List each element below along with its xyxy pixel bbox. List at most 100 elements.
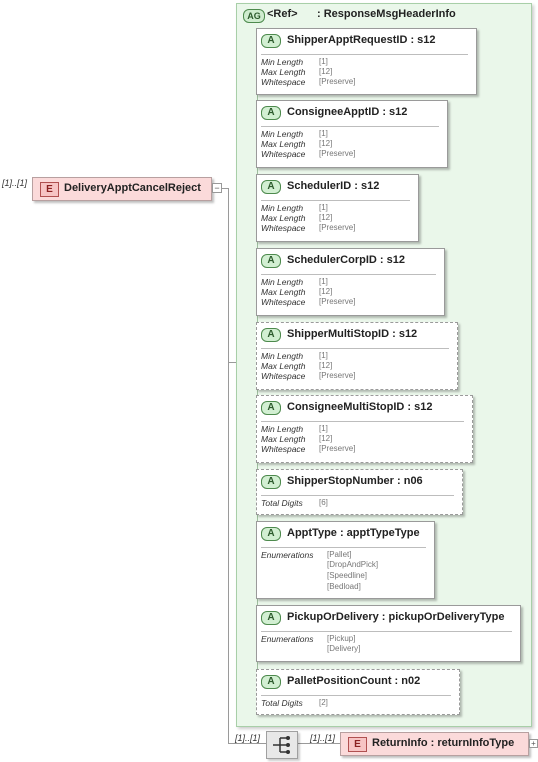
sequence-icon	[273, 736, 290, 754]
facet-value: [Preserve]	[319, 77, 356, 86]
facet-label: Min Length	[261, 129, 304, 139]
attribute-shipper-appt-request-id[interactable]: A ShipperApptRequestID : s12 Min Length …	[256, 28, 477, 95]
attribute-consignee-multi-stop-id[interactable]: A ConsigneeMultiStopID : s12 Min Length …	[256, 395, 473, 463]
trunk-line	[228, 188, 229, 743]
facet-value: [1]	[319, 129, 328, 138]
attribute-group-ref: <Ref>	[267, 8, 298, 20]
attribute-shipper-stop-number[interactable]: A ShipperStopNumber : n06 Total Digits […	[256, 469, 463, 515]
enum-value: [Pallet]	[327, 550, 352, 559]
attribute-title: ShipperStopNumber : n06	[287, 475, 423, 487]
facet-label: Max Length	[261, 287, 306, 297]
attribute-title: ShipperMultiStopID : s12	[287, 328, 418, 340]
facet-label: Whitespace	[261, 444, 306, 454]
attribute-title: PickupOrDelivery : pickupOrDeliveryType	[287, 611, 505, 623]
divider	[261, 421, 464, 422]
divider	[261, 348, 449, 349]
facet-label: Whitespace	[261, 77, 306, 87]
attribute-shipper-multi-stop-id[interactable]: A ShipperMultiStopID : s12 Min Length [1…	[256, 322, 458, 390]
attribute-badge: A	[261, 475, 281, 489]
divider	[261, 274, 436, 275]
facet-label: Whitespace	[261, 371, 306, 381]
enum-value: [DropAndPick]	[327, 560, 379, 569]
facet-value: [1]	[319, 424, 328, 433]
element-badge: E	[40, 182, 59, 197]
divider	[261, 126, 439, 127]
attribute-title: PalletPositionCount : n02	[287, 675, 421, 687]
attribute-badge: A	[261, 611, 281, 625]
facet-value: [1]	[319, 203, 328, 212]
return-element-name: ReturnInfo : returnInfoType	[372, 737, 515, 749]
facet-label: Max Length	[261, 213, 306, 223]
facet-label: Enumerations	[261, 550, 314, 560]
facet-value: [Preserve]	[319, 371, 356, 380]
sequence-node[interactable]	[266, 731, 298, 759]
attribute-group-type: : ResponseMsgHeaderInfo	[317, 8, 456, 20]
divider	[261, 547, 426, 548]
facet-value: [12]	[319, 139, 333, 148]
group-connector	[228, 362, 236, 363]
attribute-badge: A	[261, 675, 281, 689]
enum-value: [Bedload]	[327, 582, 361, 591]
attribute-badge: A	[261, 254, 281, 268]
sequence-cardinality: [1]..[1]	[235, 733, 261, 743]
facet-label: Enumerations	[261, 634, 314, 644]
facet-label: Min Length	[261, 57, 304, 67]
attribute-pickup-or-delivery[interactable]: A PickupOrDelivery : pickupOrDeliveryTyp…	[256, 605, 521, 662]
sequence-connector	[228, 743, 266, 744]
divider	[261, 695, 451, 696]
attribute-group-badge: AG	[243, 9, 265, 23]
attribute-badge: A	[261, 527, 281, 541]
return-connector	[297, 743, 340, 744]
attribute-pallet-position-count[interactable]: A PalletPositionCount : n02 Total Digits…	[256, 669, 460, 715]
facet-label: Total Digits	[261, 698, 303, 708]
attribute-badge: A	[261, 180, 281, 194]
root-cardinality: [1]..[1]	[2, 178, 28, 188]
attribute-badge: A	[261, 34, 281, 48]
divider	[261, 495, 454, 496]
attribute-badge: A	[261, 106, 281, 120]
facet-value: [12]	[319, 434, 333, 443]
divider	[261, 631, 512, 632]
attribute-title: ShipperApptRequestID : s12	[287, 34, 436, 46]
facet-label: Min Length	[261, 351, 304, 361]
facet-label: Min Length	[261, 424, 304, 434]
attribute-scheduler-id[interactable]: A SchedulerID : s12 Min Length [1] Max L…	[256, 174, 419, 242]
attribute-title: SchedulerCorpID : s12	[287, 254, 405, 266]
expand-toggle[interactable]: +	[529, 739, 538, 748]
attribute-appt-type[interactable]: A ApptType : apptTypeType Enumerations […	[256, 521, 435, 599]
facet-label: Max Length	[261, 139, 306, 149]
attribute-title: ConsigneeMultiStopID : s12	[287, 401, 433, 413]
facet-value: [6]	[319, 498, 328, 507]
facet-value: [12]	[319, 361, 333, 370]
facet-label: Min Length	[261, 203, 304, 213]
facet-value: [2]	[319, 698, 328, 707]
enum-value: [Delivery]	[327, 644, 361, 653]
enum-value: [Speedline]	[327, 571, 368, 580]
facet-value: [12]	[319, 287, 333, 296]
return-element[interactable]: E ReturnInfo : returnInfoType	[340, 732, 529, 756]
return-cardinality: [1]..[1]	[310, 733, 336, 743]
facet-value: [12]	[319, 213, 333, 222]
facet-label: Whitespace	[261, 297, 306, 307]
facet-label: Total Digits	[261, 498, 303, 508]
collapse-toggle[interactable]: −	[212, 183, 222, 193]
facet-value: [Preserve]	[319, 444, 356, 453]
facet-value: [1]	[319, 57, 328, 66]
attribute-badge: A	[261, 401, 281, 415]
facet-label: Max Length	[261, 361, 306, 371]
facet-label: Whitespace	[261, 149, 306, 159]
attribute-scheduler-corp-id[interactable]: A SchedulerCorpID : s12 Min Length [1] M…	[256, 248, 445, 316]
attribute-consignee-appt-id[interactable]: A ConsigneeApptID : s12 Min Length [1] M…	[256, 100, 448, 168]
root-element[interactable]: E DeliveryApptCancelReject	[32, 177, 212, 201]
facet-value: [Preserve]	[319, 297, 356, 306]
root-element-name: DeliveryApptCancelReject	[64, 182, 201, 194]
facet-value: [Preserve]	[319, 223, 356, 232]
facet-label: Min Length	[261, 277, 304, 287]
facet-label: Max Length	[261, 434, 306, 444]
enum-value: [Pickup]	[327, 634, 356, 643]
facet-value: [1]	[319, 351, 328, 360]
facet-label: Whitespace	[261, 223, 306, 233]
facet-value: [12]	[319, 67, 333, 76]
attribute-badge: A	[261, 328, 281, 342]
attribute-title: SchedulerID : s12	[287, 180, 380, 192]
